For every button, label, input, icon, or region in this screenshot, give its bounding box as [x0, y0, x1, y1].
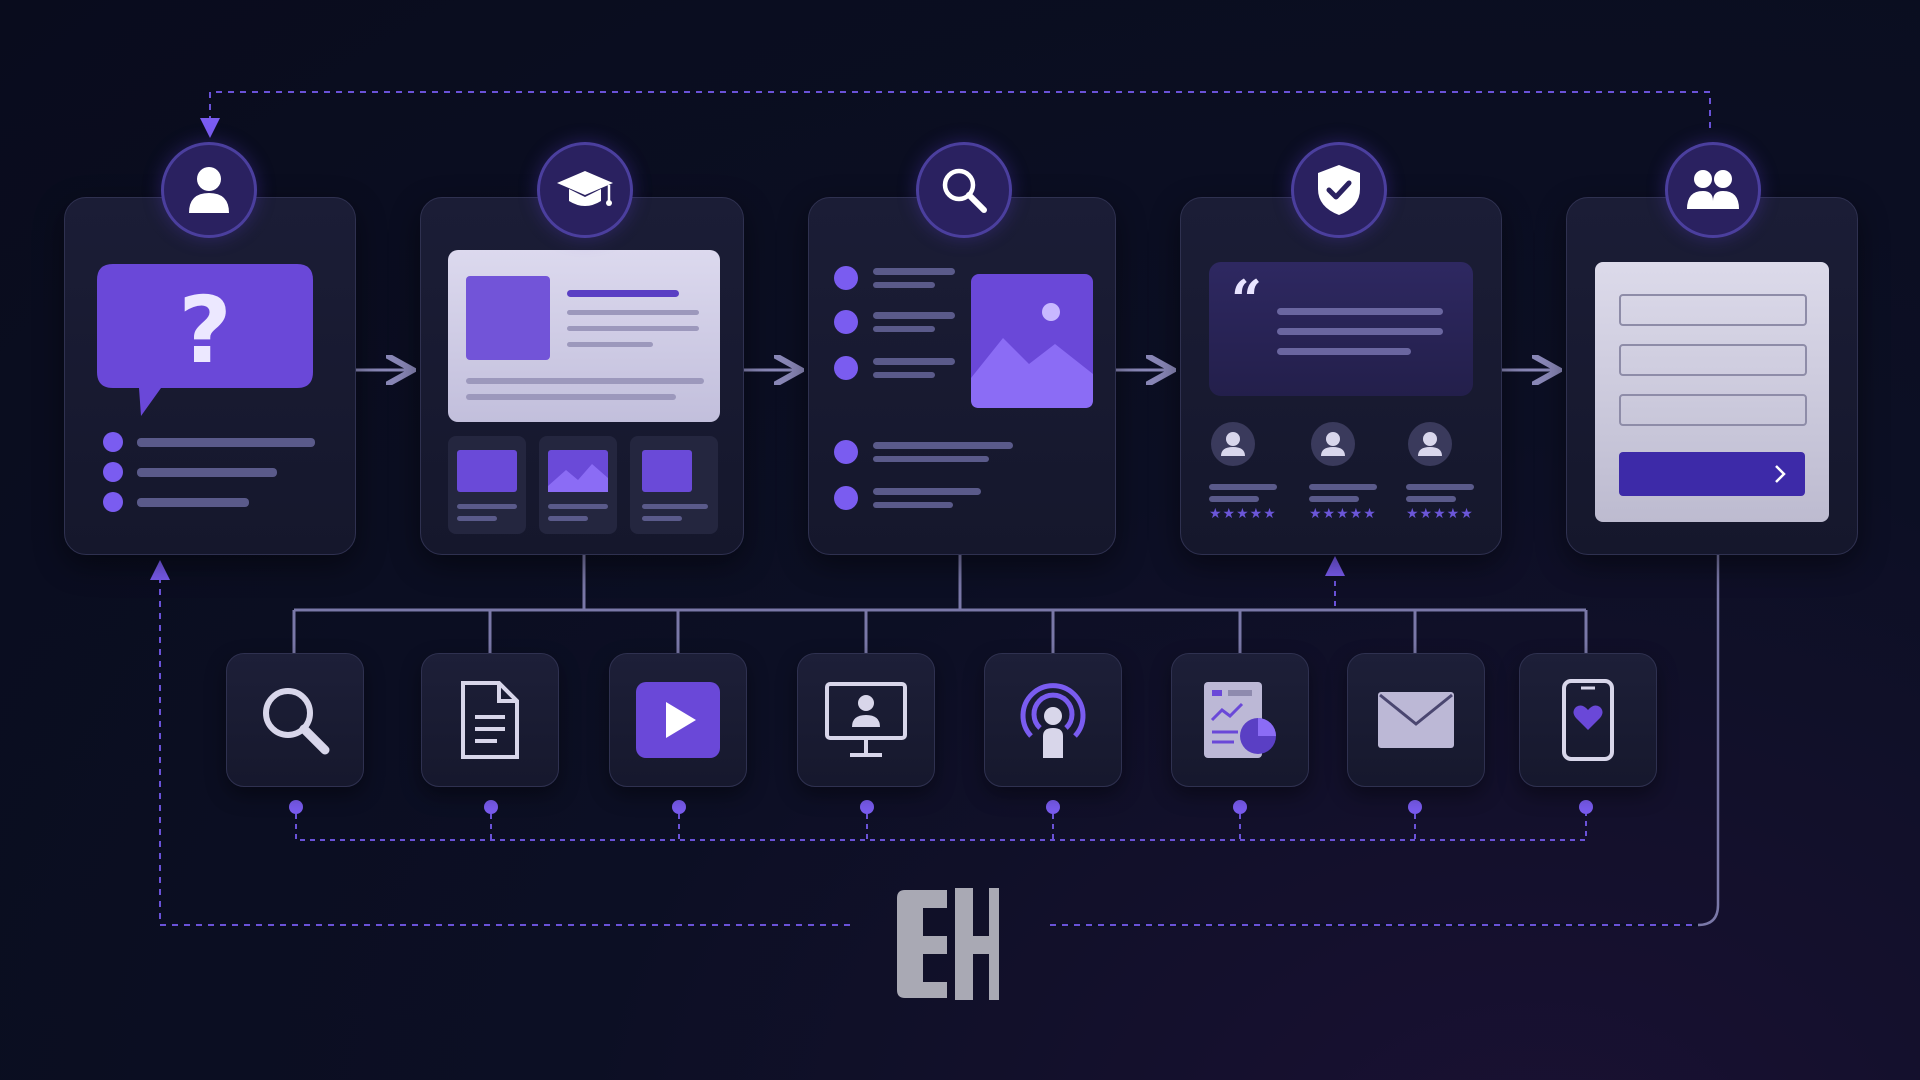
stage-badge-2	[537, 142, 633, 238]
search-icon	[942, 168, 987, 213]
channel-webinar	[797, 653, 935, 787]
bottom-right-loop	[1050, 553, 1720, 927]
email-icon	[1378, 692, 1454, 748]
top-feedback-loop	[200, 91, 1711, 138]
stage-card-education	[420, 197, 744, 555]
channel-report	[1171, 653, 1309, 787]
form-field	[1619, 344, 1807, 376]
question-bubble	[97, 264, 313, 416]
users-icon	[1687, 170, 1739, 209]
image-placeholder	[971, 274, 1093, 408]
stage-card-conversion	[1566, 197, 1858, 555]
stage-card-research	[808, 197, 1116, 555]
channel-podcast	[984, 653, 1122, 787]
stage-card-trust: “ ★★★★★ ★★★★★ ★★★★★	[1180, 197, 1502, 555]
form-field	[1619, 294, 1807, 326]
stage-card-awareness: ?	[64, 197, 356, 555]
stage-badge-1	[161, 142, 257, 238]
search-icon	[263, 688, 330, 755]
podcast-icon	[1020, 683, 1086, 758]
reviewer-avatar-icon	[1408, 422, 1452, 466]
reviewer-avatar-icon	[1311, 422, 1355, 466]
question-mark: ?	[178, 276, 232, 384]
graduation-cap-icon	[557, 171, 613, 206]
rating-stars: ★★★★★	[1209, 506, 1277, 522]
rating-stars: ★★★★★	[1309, 506, 1377, 522]
channel-search	[226, 653, 364, 787]
user-icon	[189, 167, 229, 213]
stage-badge-5	[1665, 142, 1761, 238]
brand-logo-icon	[897, 888, 999, 1000]
submit-button	[1619, 452, 1805, 496]
channel-mobile	[1519, 653, 1657, 787]
bottom-left-loop	[150, 560, 850, 926]
chevron-right-icon	[1775, 465, 1786, 483]
channel-tree-lines	[292, 553, 1588, 654]
quote-mark: “	[1231, 268, 1263, 332]
reviewer-avatar-icon	[1211, 422, 1255, 466]
shield-check-icon	[1318, 165, 1360, 215]
channel-document	[421, 653, 559, 787]
channel-dashed-links	[295, 814, 1587, 841]
stage-badge-4	[1291, 142, 1387, 238]
mobile-heart-icon	[1562, 679, 1614, 761]
report-icon	[1204, 682, 1276, 758]
channel-dots	[289, 800, 1593, 814]
document-icon	[461, 681, 519, 759]
channel-email	[1347, 653, 1485, 787]
channel-video	[609, 653, 747, 787]
form-field	[1619, 394, 1807, 426]
webinar-icon	[825, 682, 907, 757]
rating-stars: ★★★★★	[1406, 506, 1474, 522]
video-play-icon	[636, 682, 720, 758]
stage-badge-3	[916, 142, 1012, 238]
